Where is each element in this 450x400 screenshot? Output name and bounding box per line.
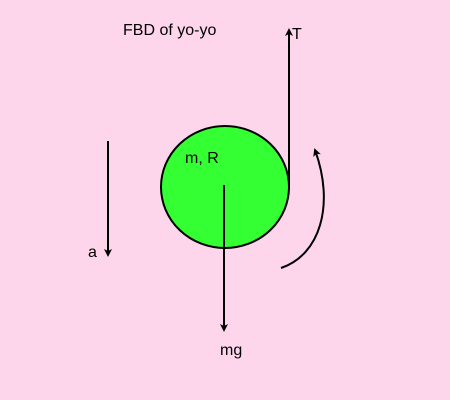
acceleration-label: a xyxy=(88,244,97,261)
weight-label: mg xyxy=(220,342,243,359)
mass-radius-label: m, R xyxy=(185,150,219,167)
rotation-arrow-icon xyxy=(280,148,325,269)
tension-label: T xyxy=(292,26,302,43)
diagram-title: FBD of yo-yo xyxy=(123,22,217,39)
